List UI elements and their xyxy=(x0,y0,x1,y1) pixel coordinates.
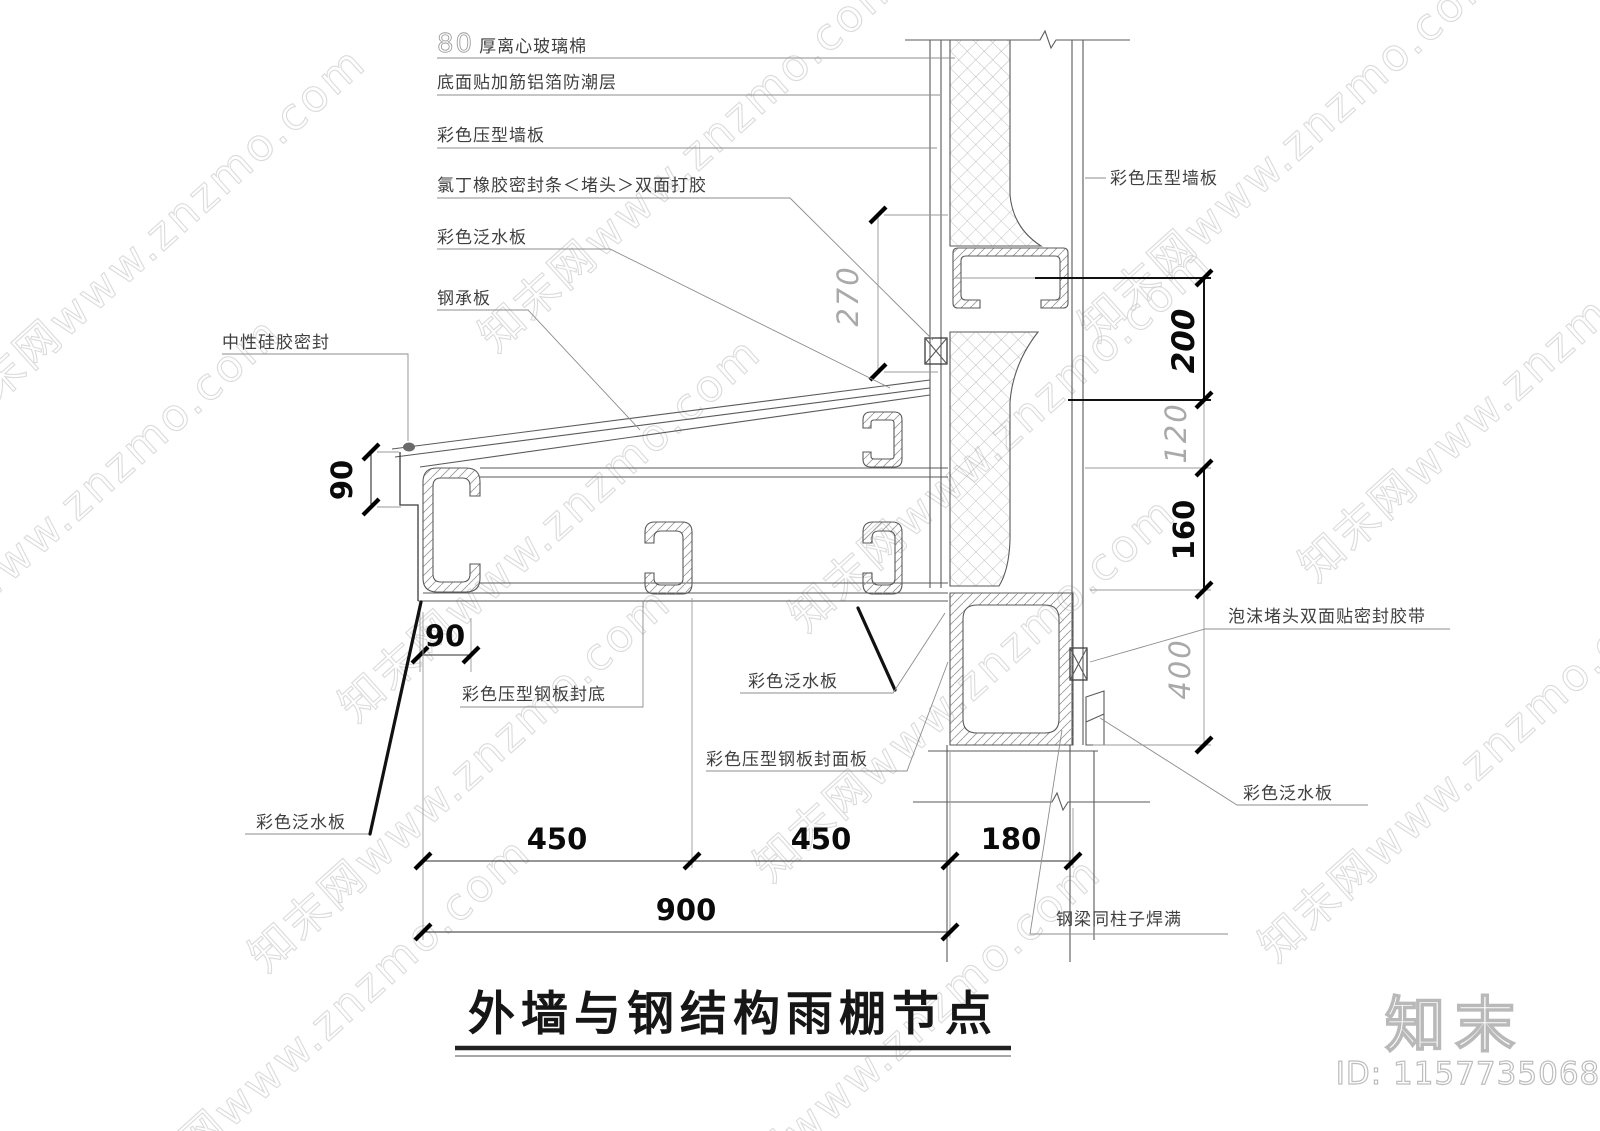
logo-brand: 知末 xyxy=(1385,991,1525,1061)
flashing-bracket xyxy=(1085,690,1105,746)
callout-wall-panel-right: 彩色压型墙板 xyxy=(1110,169,1218,189)
drawing-title: 外墙与钢结构雨棚节点 xyxy=(468,987,998,1042)
dim-160: 160 xyxy=(1167,500,1201,561)
dim-180: 180 xyxy=(981,822,1042,856)
callout-face-panel: 彩色压型钢板封面板 xyxy=(706,750,868,770)
canopy-structure xyxy=(391,379,948,692)
insulation-hatch-upper xyxy=(949,39,1043,247)
watermark-text: 知末网www.znzmo.com xyxy=(1289,187,1600,592)
wall-girt-c-section xyxy=(952,247,1069,309)
callout-silicone-seal: 中性硅胶密封 xyxy=(222,333,330,353)
dim-270: 270 xyxy=(831,265,865,326)
callout-flashing-bottom-left: 彩色泛水板 xyxy=(256,813,346,833)
dim-90-left: 90 xyxy=(325,460,359,500)
brand-logo: 知末 ID: 1157735068 xyxy=(1335,990,1600,1092)
callout-flashing-mid: 彩色泛水板 xyxy=(748,672,838,692)
wall-top-break-line xyxy=(905,29,1130,50)
dim-90-bottom: 90 xyxy=(425,619,465,653)
mid-flashing-bold-line xyxy=(856,606,897,692)
insulation-hatch-lower xyxy=(949,331,1040,587)
girt-bolt xyxy=(924,337,948,365)
callout-flashing-bottom-right: 彩色泛水板 xyxy=(1243,784,1333,804)
foam-plug-seal xyxy=(1069,647,1088,681)
canopy-mid-c-purlin xyxy=(644,521,693,595)
canopy-right-c-purlin xyxy=(862,521,903,595)
canopy-edge-flashing xyxy=(399,452,419,601)
dim-200: 200 xyxy=(1166,309,1202,374)
dim-400: 400 xyxy=(1163,638,1197,699)
dim-120: 120 xyxy=(1159,402,1193,463)
dim-450-a: 450 xyxy=(527,822,588,856)
roof-flashing-bottom xyxy=(394,387,931,458)
callout-weld-note: 钢梁同柱子焊满 xyxy=(1056,910,1182,930)
wall-section xyxy=(905,29,1150,962)
steel-beam-rhs xyxy=(949,592,1074,746)
logo-id: ID: 1157735068 xyxy=(1336,1056,1600,1092)
watermark-text: 知末网www.znzmo.com xyxy=(1249,567,1600,972)
dim-450-b: 450 xyxy=(791,822,852,856)
callout-foam-plug-tape: 泡沫堵头双面贴密封胶带 xyxy=(1228,607,1426,627)
title-block: 外墙与钢结构雨棚节点 xyxy=(455,987,1011,1057)
dimensions: 270 200 120 160 400 90 90 xyxy=(325,207,1212,940)
callout-steel-deck: 钢承板 xyxy=(437,289,491,309)
roof-flashing-top xyxy=(391,379,931,450)
callout-bottom-liner: 彩色压型钢板封底 xyxy=(462,685,606,705)
callout-neoprene-seal: 氯丁橡胶密封条＜堵头＞双面打胶 xyxy=(437,176,707,196)
canopy-edge-c-purlin xyxy=(422,467,481,593)
steel-deck-line xyxy=(419,394,931,468)
wall-bottom-break-line xyxy=(913,791,1150,812)
flashing-bold-leader xyxy=(368,600,423,836)
dim-900: 900 xyxy=(656,893,717,927)
callout-moisture-barrier: 底面贴加筋铝箔防潮层 xyxy=(437,73,617,93)
callout-flashing-top: 彩色泛水板 xyxy=(437,228,527,248)
canopy-upper-c-purlin xyxy=(862,411,903,468)
callout-wall-panel-left: 彩色压型墙板 xyxy=(437,126,545,146)
sealant-dot xyxy=(403,442,415,452)
